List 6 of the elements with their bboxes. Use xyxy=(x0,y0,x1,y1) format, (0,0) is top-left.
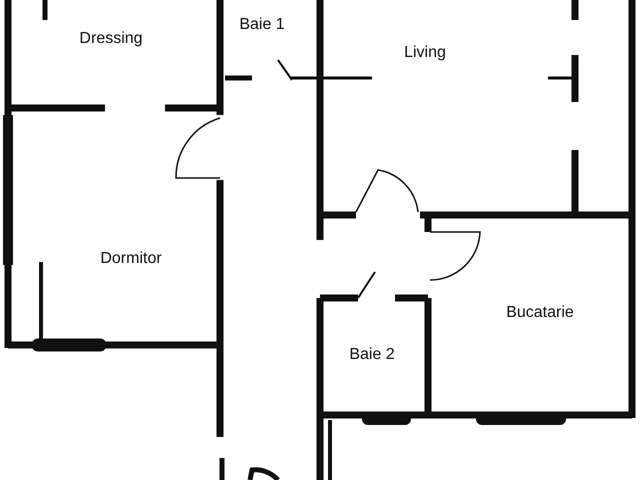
room-label: Dressing xyxy=(79,30,143,48)
room-label: Baie 1 xyxy=(239,16,285,34)
room-label: Living xyxy=(404,44,446,62)
room-label: Baie 2 xyxy=(349,346,395,364)
room-label: Dormitor xyxy=(100,250,162,268)
room-label: Bucatarie xyxy=(506,304,574,322)
